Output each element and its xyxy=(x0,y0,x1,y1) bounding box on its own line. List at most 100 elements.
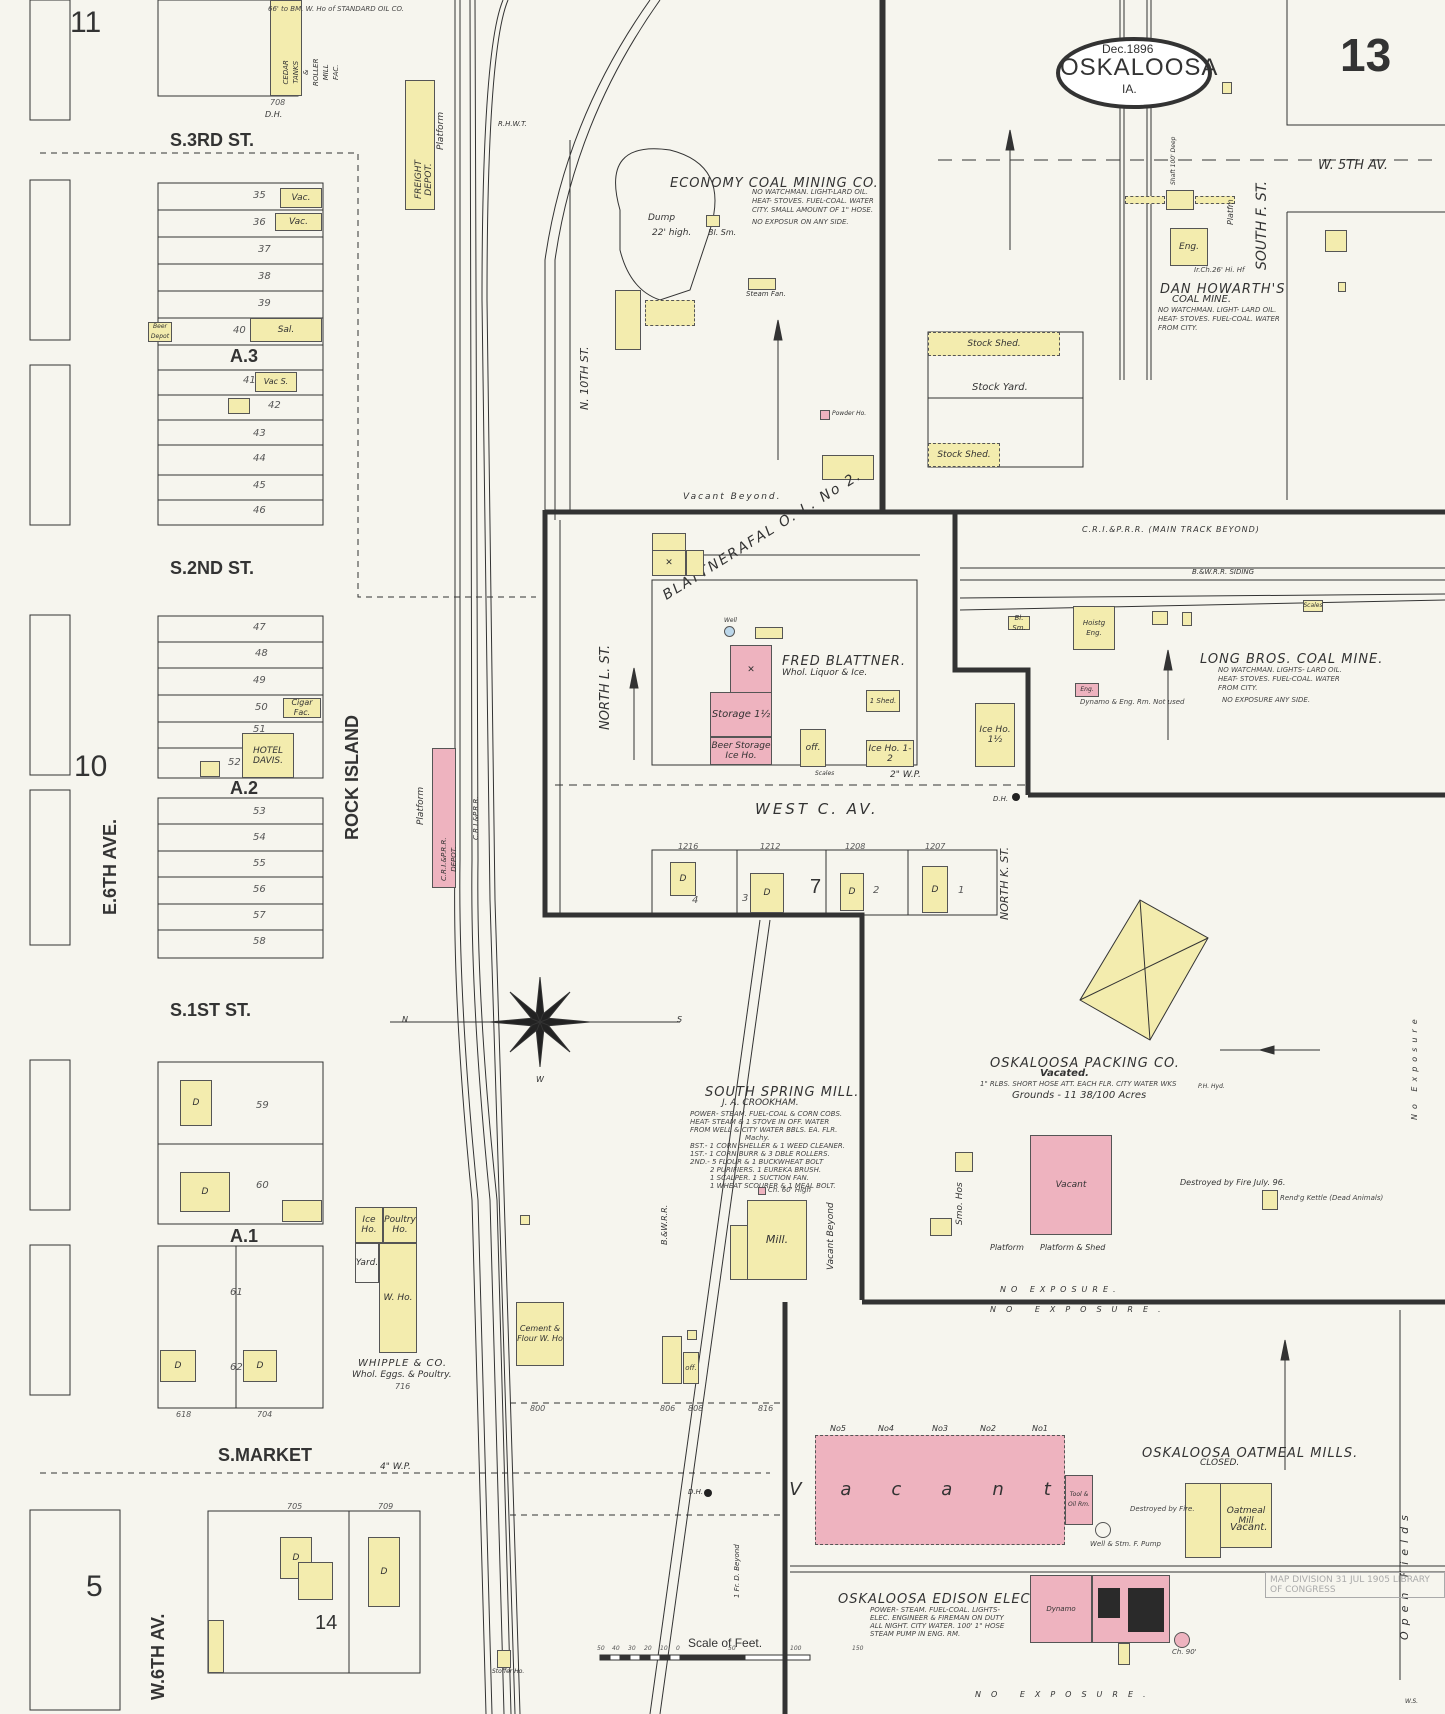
well-icon xyxy=(1095,1522,1111,1538)
economy-note-2: CITY. SMALL AMOUNT OF 1" HOSE. xyxy=(752,206,874,214)
dump-label: Dump xyxy=(648,213,676,223)
library-stamp: MAP DIVISION 31 JUL 1905 LIBRARY OF CONG… xyxy=(1265,1572,1445,1598)
no-exposure-bottom: NO EXPOSURE. xyxy=(975,1690,1156,1699)
building-office: off. xyxy=(800,729,826,767)
building-dwelling: D xyxy=(180,1080,212,1126)
spring-mill-note: FROM WELL & CITY WATER BBLS. EA. FLR. xyxy=(690,1126,838,1134)
packing-name: OSKALOOSA PACKING CO. xyxy=(990,1056,1180,1071)
lot-number: 58 xyxy=(253,936,266,947)
bw-rr-label: B.&W.R.R. xyxy=(660,1204,669,1245)
building-passenger-depot: C.R.I.&P.R.R. DEPOT. xyxy=(432,748,458,888)
howarth-note-2: FROM CITY. xyxy=(1158,324,1198,332)
building-dwelling: D xyxy=(750,873,784,913)
lot-number: 47 xyxy=(253,622,266,633)
water-pipe-4: 4" W.P. xyxy=(380,1462,411,1472)
street-s-market: S.MARKET xyxy=(218,1445,312,1465)
lot-number: 41 xyxy=(243,375,256,386)
rendering-label: Rend'g Kettle (Dead Animals) xyxy=(1280,1194,1384,1202)
building-stable xyxy=(282,1200,322,1222)
address: 708 xyxy=(270,98,286,107)
building-platform xyxy=(1182,612,1192,626)
address: 1216 xyxy=(678,842,699,851)
address: 1208 xyxy=(845,842,866,851)
warehouse-label: No2 xyxy=(980,1424,996,1433)
building-engine: Eng. xyxy=(1170,228,1208,266)
building-hotel-davis: HOTEL DAVIS. xyxy=(242,733,294,778)
edison-note: ALL NIGHT. CITY WATER. 100' 1" HOSE xyxy=(870,1622,1005,1630)
building-small xyxy=(687,1330,697,1340)
no-exposure-top: NO EXPOSURE. xyxy=(990,1305,1171,1314)
building-saloon: Sal. xyxy=(250,318,322,342)
street-e6th-ave: E.6TH AVE. xyxy=(100,818,120,915)
scale-tick: 50 xyxy=(597,1645,605,1652)
compass-w: W xyxy=(536,1075,544,1084)
lot-number: 48 xyxy=(255,648,268,659)
building-stock-shed-2: Stock Shed. xyxy=(928,443,1000,467)
trestle-left xyxy=(1125,196,1165,204)
street-west-c: WEST C. AV. xyxy=(755,800,879,818)
lot-number: 55 xyxy=(253,858,266,869)
scales-label: Scales xyxy=(815,770,835,777)
freight-platform: Platform xyxy=(436,111,446,150)
lot-number: 52 xyxy=(228,757,241,768)
building-dwelling: D xyxy=(840,873,864,911)
building-boiler-room xyxy=(1092,1575,1170,1643)
lot-number: 36 xyxy=(253,217,266,228)
building-small xyxy=(228,398,250,414)
spring-mill-vacant-beyond: Vacant Beyond xyxy=(826,1202,836,1270)
lot-number: 4 xyxy=(692,895,699,906)
blattner-name: FRED BLATTNER. xyxy=(782,654,906,669)
powder-label: Powder Ho. xyxy=(832,410,867,417)
building-dynamo-room: Dynamo xyxy=(1030,1575,1092,1643)
blattner-sub: Whol. Liquor & Ice. xyxy=(782,668,868,678)
building-small xyxy=(520,1215,530,1225)
building-shaft xyxy=(1152,611,1168,625)
building-vac-s: Vac S. xyxy=(255,372,297,392)
edison-note: STEAM PUMP IN ENG. RM. xyxy=(870,1630,961,1638)
rhwt-label: R.H.W.T. xyxy=(498,120,527,128)
building-vac-36: Vac. xyxy=(275,213,322,231)
street-s1st: S.1ST ST. xyxy=(170,1000,252,1020)
building-cement-warehouse: Cement & Flour W. Ho xyxy=(516,1302,564,1366)
building-dwelling: D xyxy=(180,1172,230,1212)
building-blattner-b: ✕ xyxy=(730,645,772,695)
cri-tracks-label: C.R.I.&P.R.R. xyxy=(472,796,480,840)
address: 709 xyxy=(378,1502,394,1511)
building-ice-house: Ice Ho. xyxy=(355,1207,383,1243)
howarth-name: DAN HOWARTH'S xyxy=(1160,282,1286,297)
long-bros-name: LONG BROS. COAL MINE. xyxy=(1200,652,1384,667)
spring-mill-chimney: Ch. 60' High xyxy=(768,1186,811,1194)
economy-note-0: NO WATCHMAN. LIGHT-LARD OIL. xyxy=(752,188,869,196)
building-smokehouse xyxy=(930,1218,952,1236)
economy-vacant-beyond: Vacant Beyond. xyxy=(683,492,782,502)
lot-number: 37 xyxy=(258,244,271,255)
building-dwelling: D xyxy=(670,862,696,896)
scale-tick: 40 xyxy=(612,1645,620,1652)
howarth-sub: COAL MINE. xyxy=(1172,294,1231,305)
lot-number: 42 xyxy=(268,400,281,411)
howarth-platform: Platfm xyxy=(1226,199,1235,225)
building-office: off. xyxy=(683,1352,699,1384)
scale-tick: 100 xyxy=(790,1645,802,1652)
spring-mill-name: SOUTH SPRING MILL. xyxy=(705,1085,860,1100)
hydrant-label: P.H. Hyd. xyxy=(1198,1083,1225,1090)
lot-number: 39 xyxy=(258,298,271,309)
spring-mill-note: Machy. xyxy=(745,1134,770,1142)
building-dwelling-2: ✕ xyxy=(652,550,686,576)
building-stock-shed: Stock Shed. xyxy=(928,332,1060,356)
spring-mill-note: BST.- 1 CORN SHELLER & 1 WEED CLEANER. xyxy=(690,1142,846,1150)
building-blacksmith xyxy=(706,215,720,227)
building-cigar-factory: Cigar Fac. xyxy=(283,698,321,718)
building-dwelling: D xyxy=(368,1537,400,1607)
street-n10th: N. 10TH ST. xyxy=(578,346,591,410)
scale-tick: 150 xyxy=(852,1645,864,1652)
spring-mill-note: 2 PURIFIERS. 1 EUREKA BRUSH. xyxy=(710,1166,822,1174)
street-north-l: NORTH L. ST. xyxy=(598,644,613,730)
lot-number: 1 xyxy=(958,885,965,896)
building-packing-vacant: Vacant xyxy=(1030,1135,1112,1235)
building-tool-room: Tool & Oil Rm. xyxy=(1065,1475,1093,1525)
howarth-note-1: HEAT- STOVES. FUEL-COAL. WATER xyxy=(1158,315,1280,323)
building-mill-wing xyxy=(730,1225,748,1280)
dynamo-note: Dynamo & Eng. Rm. Not used xyxy=(1080,698,1185,706)
lot-number: 60 xyxy=(256,1180,269,1191)
